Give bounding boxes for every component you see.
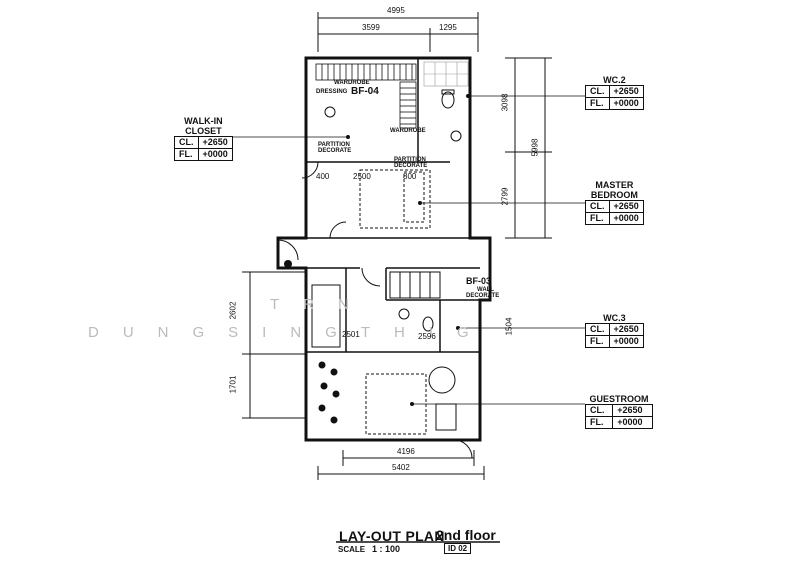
watermark-line-2: DUNGSINGTHIG (88, 324, 493, 341)
watermark-line-1: TRN (270, 296, 373, 313)
tag-wc3: WC.3 CL.+2650 FL.+0000 (585, 312, 644, 348)
dim-top-total: 4995 (387, 6, 405, 15)
label-wall-decorate: DECORATE (466, 293, 500, 299)
plan-title: LAY-OUT PLAN (339, 528, 445, 544)
wc3-toilet (422, 316, 434, 332)
dim-top-right: 1295 (439, 23, 457, 32)
staircase (389, 271, 441, 299)
tag-wc2-fl-value: +0000 (608, 97, 644, 110)
scale-value: 1 : 100 (372, 544, 401, 554)
dim-left-lower: 1701 (228, 375, 238, 394)
dim-inner-400: 400 (316, 172, 330, 181)
tag-guestroom: GUESTROOM CL.+2650 FL.+0000 (584, 393, 654, 429)
tag-wc3-fl-value: +0000 (608, 335, 644, 348)
label-bf04: BF-04 (351, 86, 379, 97)
dim-inner-800: 800 (403, 172, 417, 181)
tag-wc2-fl-label: FL. (585, 97, 610, 110)
dim-inner-2500: 2500 (353, 172, 371, 181)
wc2-basin (450, 130, 462, 142)
dim-top-left: 3599 (362, 23, 380, 32)
tag-guest-cl-value: +2650 (612, 404, 654, 417)
label-wardrobe-mid: WARDROBE (390, 128, 426, 134)
tag-wc3-title: WC.3 (585, 312, 644, 324)
stair-landing (311, 284, 341, 348)
dim-left-upper: 2602 (228, 301, 238, 320)
label-dressing: DRESSING (316, 89, 348, 95)
tag-wc3-cl-label: CL. (585, 323, 610, 336)
label-partition-left: PARTITION (318, 142, 350, 148)
tag-wc2-title: WC.2 (585, 74, 644, 86)
tag-walkin-fl-value: +0000 (197, 148, 233, 161)
tag-master-cl-value: +2650 (608, 200, 644, 213)
master-bed (359, 169, 431, 229)
wc2-tiles (423, 61, 469, 87)
tag-guest-fl-label: FL. (584, 416, 614, 429)
wardrobe-hatching (315, 63, 417, 129)
dim-right-total: 5998 (530, 138, 540, 157)
tag-walkin-cl-label: CL. (174, 136, 199, 149)
label-partition-mid: PARTITION (394, 157, 426, 163)
guest-armchair (428, 366, 456, 394)
interior-walls (306, 58, 480, 353)
tag-wc3-cl-value: +2650 (608, 323, 644, 336)
tag-master-fl-value: +0000 (608, 212, 644, 225)
dim-right-upper: 3098 (500, 93, 510, 112)
tag-wc2-cl-value: +2650 (608, 85, 644, 98)
tag-walkin-fl-label: FL. (174, 148, 199, 161)
wc3-basin (398, 308, 410, 320)
drawing-id: ID 02 (444, 543, 472, 554)
drawing-id-label: ID (448, 544, 456, 553)
dressing-stool (324, 106, 336, 118)
exterior-walls (276, 56, 492, 442)
label-decorate-mid: DECORATE (394, 163, 428, 169)
tag-wc3-fl-label: FL. (585, 335, 610, 348)
tag-wc2: WC.2 CL.+2650 FL.+0000 (585, 74, 644, 110)
dim-inner-1504: 1504 (504, 317, 514, 336)
tag-guest-fl-value: +0000 (612, 416, 654, 429)
tag-master-fl-label: FL. (585, 212, 610, 225)
leader-lines (232, 95, 585, 405)
tag-guest-title: GUESTROOM (585, 393, 653, 405)
guest-desk (435, 403, 457, 431)
tag-wc2-cl-label: CL. (585, 85, 610, 98)
plan-floor: 2nd floor (436, 527, 496, 543)
plant-symbols (284, 260, 340, 424)
dim-bottom-inner: 4196 (397, 447, 415, 456)
tag-guest-cl-label: CL. (584, 404, 614, 417)
scale-label: SCALE (338, 545, 366, 554)
wc2-toilet (441, 91, 455, 109)
tag-walkin-cl-value: +2650 (197, 136, 233, 149)
dim-bottom-total: 5402 (392, 463, 410, 472)
dim-inner-2596: 2596 (418, 332, 436, 341)
label-wardrobe-top: WARDROBE (334, 80, 370, 86)
dim-inner-2501: 2501 (342, 330, 360, 339)
dim-right-lower: 2799 (500, 187, 510, 206)
drawing-id-value: 02 (458, 544, 468, 553)
tag-master-cl-label: CL. (585, 200, 610, 213)
label-wall: WALL (477, 287, 494, 293)
label-bf03: BF-03 (466, 276, 492, 286)
fixtures (277, 89, 473, 459)
label-decorate-left: DECORATE (318, 148, 352, 154)
